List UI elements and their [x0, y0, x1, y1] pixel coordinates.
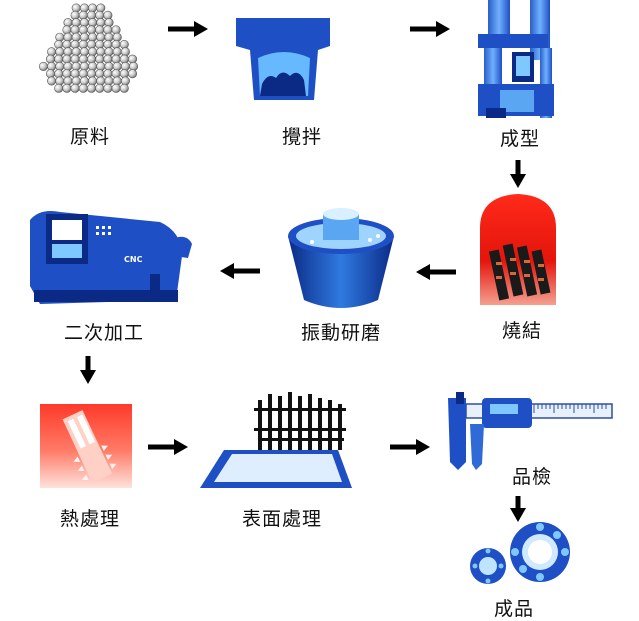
forming-icon: [478, 0, 554, 118]
metal-ball: [38, 61, 48, 71]
step-label-forming: 成型: [499, 128, 541, 150]
step-label-mixing: 攪拌: [281, 126, 323, 148]
step-label-heat-treatment: 熱處理: [59, 508, 121, 530]
step-label-vibratory-grinding: 振動研磨: [300, 322, 382, 344]
secondary-machining-icon: CNC: [30, 211, 192, 304]
step-label-raw-material: 原料: [69, 126, 111, 148]
metal-ball: [62, 83, 72, 93]
arrow-right-icon: [148, 439, 188, 455]
arrow-down-icon: [510, 160, 526, 188]
arrow-right-icon: [168, 21, 208, 37]
metal-ball: [54, 83, 64, 93]
arrow-left-icon: [220, 263, 260, 279]
heat-treatment-icon: [40, 404, 132, 488]
raw-material-icon: [38, 3, 139, 93]
metal-ball: [87, 83, 97, 93]
metal-ball: [78, 83, 88, 93]
arrow-right-icon: [390, 439, 430, 455]
arrow-right-icon: [410, 21, 450, 37]
vibratory-grinding-icon: [288, 208, 394, 308]
arrow-down-icon: [80, 356, 96, 384]
flow-arrows: [80, 21, 526, 522]
sintering-icon: [480, 194, 556, 305]
step-label-sintering: 燒結: [501, 320, 543, 342]
cnc-text: CNC: [124, 255, 143, 264]
step-label-secondary-machining: 二次加工: [63, 322, 145, 344]
inspection-icon: [448, 392, 613, 470]
step-label-inspection: 品檢: [511, 466, 553, 488]
arrow-left-icon: [416, 264, 456, 280]
mixing-icon: [236, 18, 330, 100]
metal-ball: [47, 76, 57, 86]
step-label-surface-treatment: 表面處理: [241, 508, 323, 530]
surface-treatment-icon: [200, 392, 352, 488]
metal-ball: [103, 83, 113, 93]
metal-ball: [70, 83, 80, 93]
step-label-finished-product: 成品: [493, 598, 535, 620]
metal-ball: [128, 69, 138, 79]
arrow-down-icon: [510, 496, 526, 522]
metal-ball: [119, 83, 129, 93]
metal-ball: [111, 83, 121, 93]
finished-product-icon: [470, 522, 570, 584]
metal-ball: [95, 83, 105, 93]
